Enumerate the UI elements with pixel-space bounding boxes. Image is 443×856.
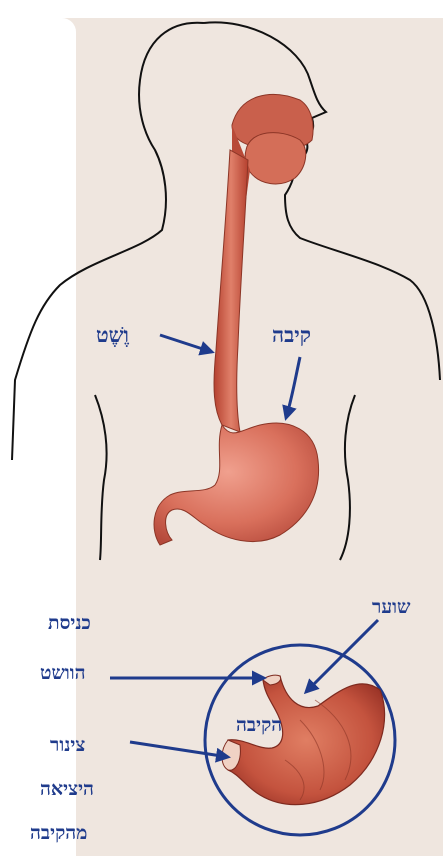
label-stomach: קיבה: [272, 322, 311, 348]
stomach-organ: [154, 423, 319, 545]
label-exit-line1: צינור: [50, 734, 85, 757]
exit-arrow: [130, 742, 228, 757]
label-exit-line2: היציאה: [40, 778, 94, 801]
label-stomach-inner: הקיבה: [236, 714, 282, 737]
label-entry-line2: הוושט: [40, 662, 86, 685]
stomach-arrow: [286, 357, 300, 418]
esophagus-tube: [214, 150, 248, 432]
label-esophagus: וֶשֶׁט: [96, 322, 129, 348]
stomach-detail: [228, 676, 385, 805]
label-entry-line1: כניסת: [48, 612, 91, 635]
label-exit-line3: מהקיבה: [30, 822, 87, 845]
pylorus-arrow: [306, 620, 378, 692]
label-pylorus: שוער: [372, 596, 410, 619]
esophagus-arrow: [160, 335, 212, 352]
